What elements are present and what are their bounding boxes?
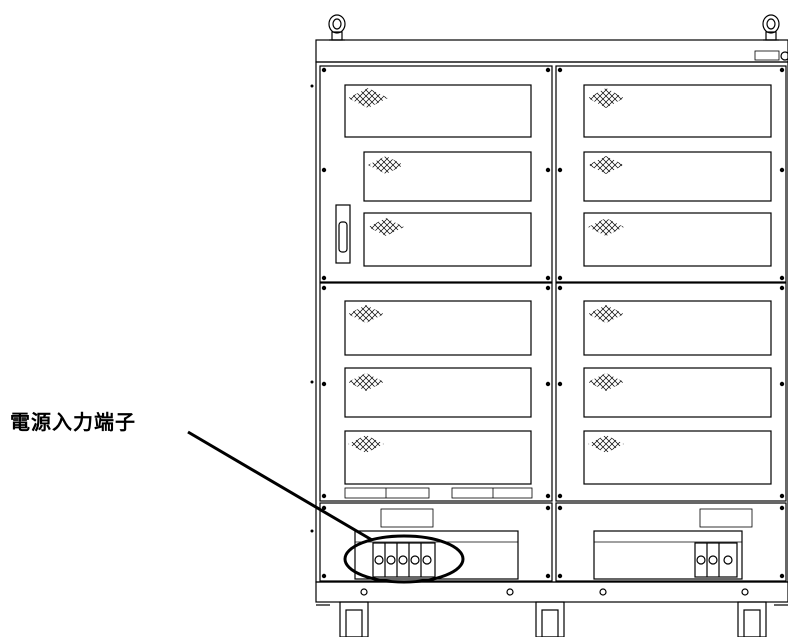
caster-right (737, 601, 767, 637)
lifting-eye-right (762, 14, 780, 41)
caster-middle-left (535, 601, 565, 637)
side-connector (335, 204, 351, 264)
panel-lower-right (555, 502, 787, 582)
panel-middle-right (555, 282, 787, 502)
output-label-plate (699, 508, 753, 528)
panel-lower-left (319, 502, 553, 582)
panel-middle-left (319, 282, 553, 502)
top-cap (315, 39, 788, 63)
output-terminal-cover (593, 530, 743, 580)
top-label-plate (754, 50, 780, 61)
input-terminal-block (372, 542, 436, 578)
output-terminal-block (694, 542, 738, 578)
callout-label: 電源入力端子 (10, 410, 136, 434)
cabinet-base (315, 581, 788, 603)
caster-left (339, 601, 369, 637)
lifting-eye-left (328, 14, 346, 41)
input-label-plate (380, 508, 434, 528)
panel-upper-left (319, 65, 553, 283)
panel-upper-right (555, 65, 787, 283)
callout-highlight-ellipse (343, 534, 465, 584)
callout-leader-line (187, 430, 373, 542)
